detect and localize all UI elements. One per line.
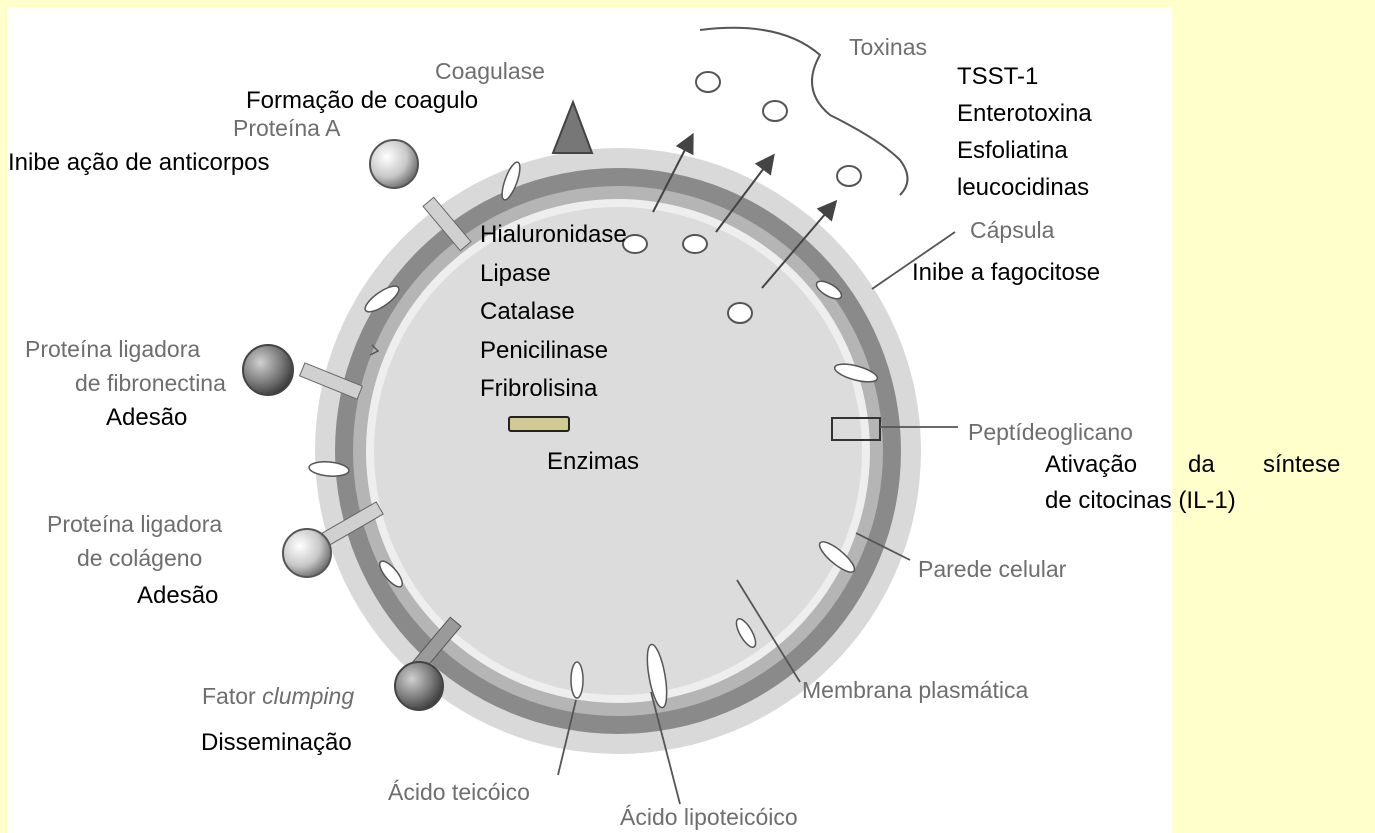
note-enzimas: Enzimas [547,448,639,475]
label-proteina-colageno-line1: Proteína ligadora [47,511,222,537]
note-adesao-colageno: Adesão [137,582,218,609]
toxin-item: Esfoliatina [957,137,1068,164]
note-adesao-fibronectina: Adesão [106,404,187,431]
label-proteina-fibronectina-line2: de fibronectina [75,370,226,396]
clumping-factor-structure [394,616,462,711]
enzyme-item: Hialuronidase [480,221,627,248]
label-acido-lipoteicoico: Ácido lipoteicóico [620,804,798,830]
fibronectin-binding-protein-structure [242,344,364,400]
cytoplasm [374,207,862,695]
enzyme-list: Hialuronidase Lipase Catalase Penicilina… [480,221,627,402]
label-parede-celular: Parede celular [918,556,1067,582]
coagulase-marker [551,99,594,154]
toxin-item: Enterotoxina [957,100,1092,127]
enzyme-item: Penicilinase [480,337,608,364]
label-acido-teicoico: Ácido teicóico [388,779,530,805]
toxin-item: TSST-1 [957,63,1038,90]
enzyme-item: Fribrolisina [480,375,598,402]
note-ativacao-w1: Ativação [1045,451,1137,478]
label-membrana-plasmatica: Membrana plasmática [802,677,1028,703]
label-proteina-fibronectina-line1: Proteína ligadora [25,336,200,362]
note-formacao-coagulo: Formação de coagulo [246,87,478,114]
enzyme-marker [508,416,570,432]
enzyme-item: Catalase [480,298,575,325]
fator-prefix: Fator [202,683,262,709]
enzyme-item: Lipase [480,260,551,287]
wall-acids [308,161,879,709]
toxin-particles [622,71,862,324]
toxin-list: TSST-1 Enterotoxina Esfoliatina leucocid… [957,63,1092,201]
note-ativacao-w2: da [1188,451,1215,478]
label-coagulase: Coagulase [435,58,545,84]
label-proteina-colageno-line2: de colágeno [77,545,202,571]
note-ativacao-w3: síntese [1263,451,1340,478]
note-citocinas: de citocinas (IL-1) [1045,487,1236,514]
label-capsula: Cápsula [970,217,1055,243]
toxin-arrows [652,132,838,289]
label-peptideoglicano: Peptídeoglicano [968,419,1133,445]
capsule-edge-tick [369,344,380,356]
label-fator-clumping: Fator clumping [202,683,354,709]
protein-a-structure [369,139,472,252]
leader-lines [557,231,958,805]
note-inibe-anticorpos: Inibe ação de anticorpos [8,149,270,176]
note-disseminacao: Disseminação [201,729,352,756]
label-proteina-a: Proteína A [233,115,341,141]
collagen-binding-protein-structure [282,501,384,578]
peptidoglycan-box [831,417,881,441]
fator-italic: clumping [262,683,354,709]
label-toxinas: Toxinas [849,34,927,60]
toxin-brace [699,26,909,196]
note-inibe-fagocitose: Inibe a fagocitose [912,259,1100,286]
toxin-item: leucocidinas [957,174,1089,201]
